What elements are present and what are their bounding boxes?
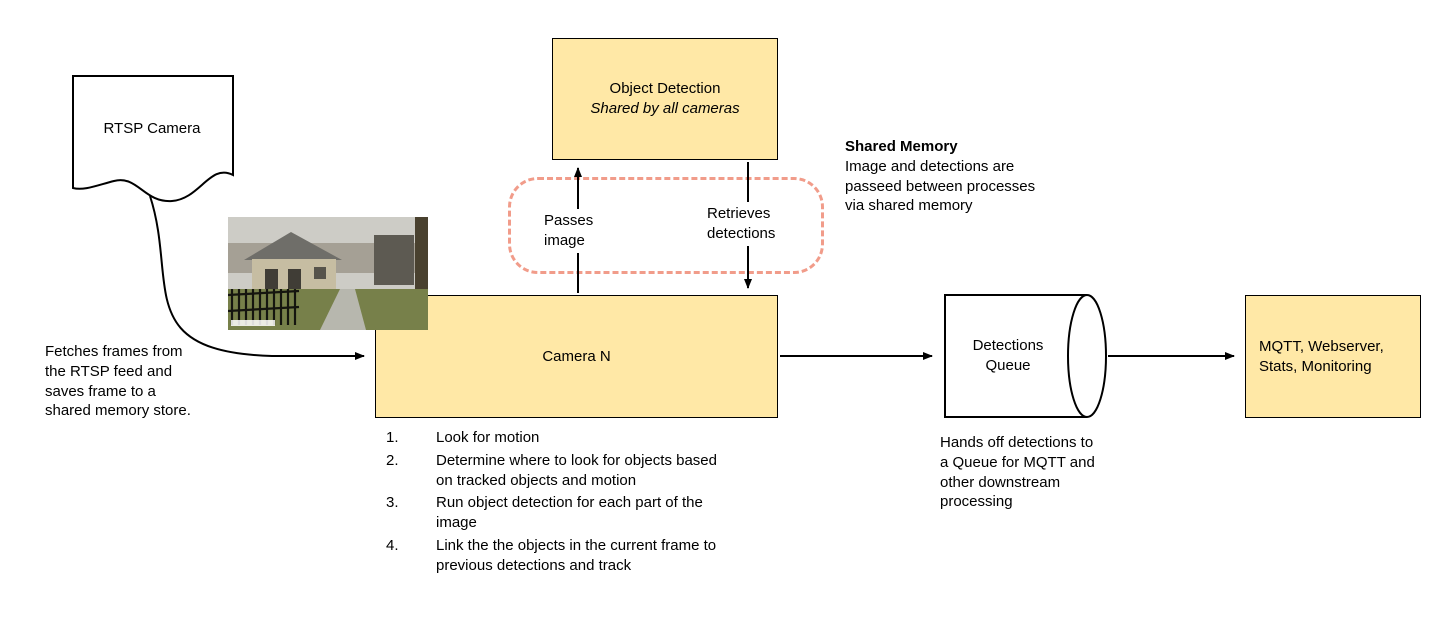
camera-n-node: Camera N (375, 295, 778, 418)
photo-fence (228, 289, 300, 325)
object-detection-subtitle: Shared by all cameras (590, 100, 740, 117)
mqtt-sink-label: MQTT, Webserver, Stats, Monitoring (1259, 337, 1384, 375)
camera-step-3: Run object detection for each part of th… (386, 493, 703, 532)
photo-sidewalk (320, 289, 366, 330)
object-detection-node: Object Detection Shared by all cameras (552, 38, 778, 160)
camera-n-label: Camera N (542, 347, 611, 365)
shared-memory-note-body: Image and detections are passeed between… (845, 157, 1036, 215)
passes-image-label: Passes image (540, 209, 598, 253)
camera-step-2: Determine where to look for objects base… (386, 451, 717, 489)
shared-memory-region-outline (508, 177, 824, 274)
shared-memory-note: Shared Memory Image and detections are p… (845, 137, 1057, 216)
camera-step-4: Link the the objects in the current fram… (386, 536, 717, 574)
detections-queue-label: Detections Queue (972, 337, 1044, 374)
rtsp-camera-label: RTSP Camera (103, 120, 201, 137)
camera-steps-list: Look for motion Determine where to look … (380, 428, 736, 579)
camera-snapshot-image (228, 217, 428, 330)
detections-queue-shape (944, 294, 1107, 418)
fetch-frames-note: Fetches frames from the RTSP feed and sa… (45, 343, 191, 420)
rtsp-camera-shape (72, 75, 234, 203)
photo-far-building (374, 235, 414, 285)
shared-memory-note-title: Shared Memory (845, 138, 958, 155)
photo-timestamp-overlay (231, 320, 275, 326)
retrieves-detections-label: Retrieves detections (703, 202, 780, 246)
photo-window (314, 267, 326, 279)
mqtt-sink-node: MQTT, Webserver, Stats, Monitoring (1245, 295, 1421, 418)
camera-step-1: Look for motion (386, 428, 540, 448)
queue-handoff-note: Hands off detections to a Queue for MQTT… (940, 434, 1095, 511)
photo-porch-post (415, 217, 428, 305)
rtsp-to-camera-arrow (149, 195, 365, 360)
object-detection-title: Object Detection (609, 80, 721, 98)
photo-house-roof (244, 232, 342, 260)
